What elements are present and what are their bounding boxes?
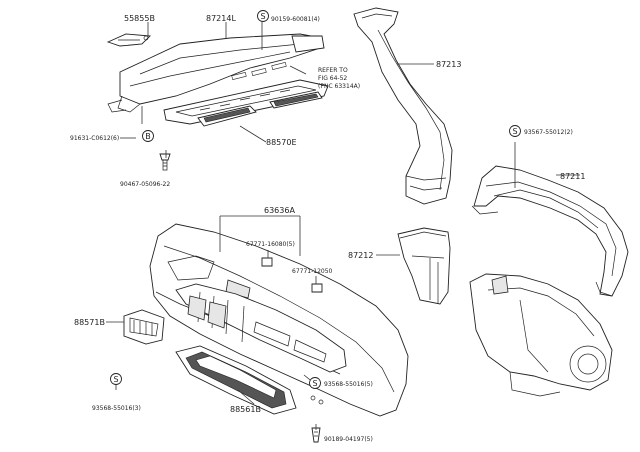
label-87212: 87212 [348, 251, 373, 260]
label-87214l: 87214L [206, 14, 236, 23]
s-symbol: S [512, 127, 517, 136]
part-90467-clip [159, 153, 171, 171]
label-88561b: 88561B [230, 405, 261, 414]
label-refer-line2: FIG 64-52 [318, 75, 347, 82]
symbol-circles: S B S S S [110, 10, 521, 389]
s-symbol: S [113, 375, 118, 384]
label-87211: 87211 [560, 172, 585, 181]
part-87211-rear-duct [471, 165, 629, 297]
leader-lines [106, 22, 580, 430]
label-88570e: 88570E [266, 138, 297, 147]
label-93567: 93567-55012(2) [524, 129, 573, 136]
part-87214l-defroster-duct [107, 33, 325, 113]
s-symbol: S [312, 379, 317, 388]
part-88571b-side-register [123, 309, 165, 345]
label-90467: 90467-05096-22 [120, 181, 170, 188]
label-91631: 91631-C0612(6) [70, 135, 119, 142]
label-88571b: 88571B [74, 318, 105, 327]
part-center-register-housing [175, 283, 347, 373]
part-labels: 55855B 87214L 90159-60081(4) 87213 REFER… [70, 14, 585, 443]
s-symbol: S [260, 12, 265, 21]
label-87213: 87213 [436, 60, 461, 69]
part-88570e-register [197, 91, 323, 127]
part-vent-grille-frame [163, 79, 329, 125]
part-55855b-bracket [106, 33, 152, 47]
label-67771-a: 67771-16080(5) [246, 241, 295, 248]
label-90159: 90159-60081(4) [271, 16, 320, 23]
label-refer-line3: (PNC 63314A) [318, 83, 360, 90]
part-blower-housing [469, 273, 613, 397]
part-87213-side-duct [353, 7, 453, 205]
b-symbol: B [145, 132, 151, 141]
label-refer-line1: REFER TO [318, 67, 348, 74]
part-clips [261, 257, 324, 443]
label-55855b: 55855B [124, 14, 155, 23]
label-90189: 90189-04197(5) [324, 436, 373, 443]
part-87212-connector-duct [397, 227, 451, 305]
label-93568-left: 93568-55016(3) [92, 405, 141, 412]
label-63636a: 63636A [264, 206, 295, 215]
part-88561b-lower-grille [175, 345, 297, 415]
label-67771-b: 67771-12050 [292, 268, 333, 275]
label-93568-right: 93568-55016(5) [324, 381, 373, 388]
